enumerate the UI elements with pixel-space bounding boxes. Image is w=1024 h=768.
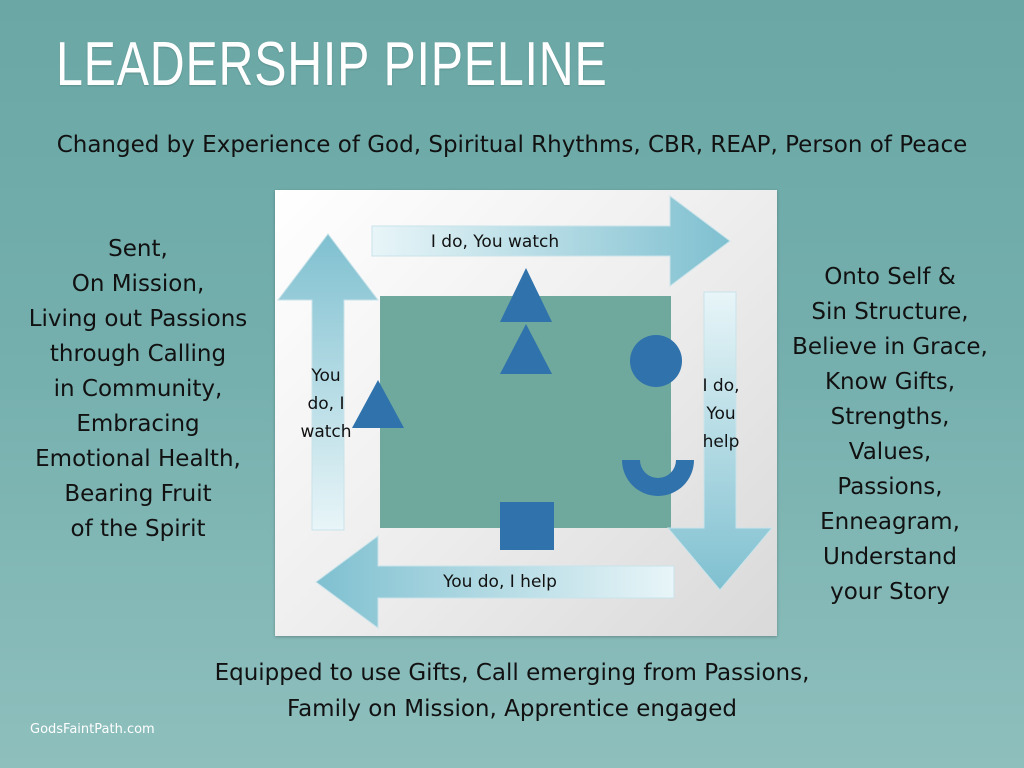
left-text-line: Sent, xyxy=(108,236,168,262)
u-shape-icon xyxy=(622,460,694,496)
slide-title: LEADERSHIP PIPELINE xyxy=(56,30,608,99)
right-arrow xyxy=(666,291,774,591)
left-arrow-label-line: do, I xyxy=(307,394,345,414)
right-arrow-label-line: I do, xyxy=(702,376,740,396)
left-text-line: Embracing xyxy=(76,411,200,437)
left-arrow xyxy=(276,233,380,531)
right-arrow-label: I do, You help xyxy=(686,372,756,456)
right-text-line: Passions, xyxy=(837,474,943,500)
left-text-line: Emotional Health, xyxy=(35,446,241,472)
right-text-line: Values, xyxy=(848,439,932,465)
right-text-line: Understand xyxy=(823,544,957,570)
footer-url: GodsFaintPath.com xyxy=(30,722,155,737)
top-arrow xyxy=(371,195,731,287)
right-arrow-label-line: help xyxy=(702,432,740,452)
circle-icon xyxy=(630,335,682,387)
left-arrow-label-line: You xyxy=(311,366,341,386)
triangle-icon xyxy=(500,324,552,374)
slide-subtitle: Changed by Experience of God, Spiritual … xyxy=(56,132,968,158)
left-text-line: of the Spirit xyxy=(70,516,206,542)
right-text-line: your Story xyxy=(830,579,950,605)
left-arrow-label: You do, I watch xyxy=(290,362,362,446)
triangle-icon xyxy=(500,268,552,322)
right-text-line: Onto Self & xyxy=(824,264,956,290)
triangle-icon xyxy=(352,380,404,428)
left-text-line: Bearing Fruit xyxy=(64,481,212,507)
left-text-line: Living out Passions xyxy=(28,306,248,332)
left-text-line: through Calling xyxy=(49,341,227,367)
top-arrow-label: I do, You watch xyxy=(430,232,560,252)
bottom-text-line: Equipped to use Gifts, Call emerging fro… xyxy=(214,660,810,686)
right-text-line: Enneagram, xyxy=(820,509,960,535)
bottom-arrow-label: You do, I help xyxy=(443,572,557,592)
right-text-line: Sin Structure, xyxy=(811,299,969,325)
right-arrow-label-line: You xyxy=(706,404,736,424)
square-icon xyxy=(500,502,554,550)
left-text-block: Sent, On Mission, Living out Passions th… xyxy=(18,232,258,547)
left-text-line: in Community, xyxy=(53,376,223,402)
right-text-line: Strengths, xyxy=(830,404,950,430)
bottom-text-block: Equipped to use Gifts, Call emerging fro… xyxy=(0,655,1024,727)
bottom-text-line: Family on Mission, Apprentice engaged xyxy=(286,696,738,722)
left-arrow-label-line: watch xyxy=(300,422,352,442)
bottom-arrow xyxy=(315,535,675,629)
right-text-block: Onto Self & Sin Structure, Believe in Gr… xyxy=(782,260,998,610)
left-text-line: On Mission, xyxy=(71,271,205,297)
right-text-line: Know Gifts, xyxy=(824,369,956,395)
right-text-line: Believe in Grace, xyxy=(792,334,988,360)
